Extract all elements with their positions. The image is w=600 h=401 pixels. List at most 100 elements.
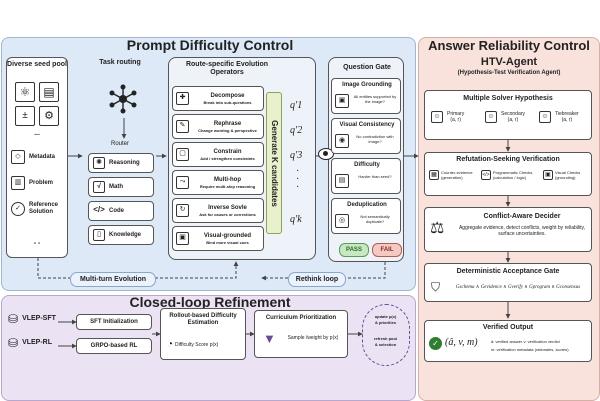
operators-title: Route-specific Evolution Operators bbox=[185, 61, 269, 76]
closed-loop-title: Closed-loop Refinement bbox=[129, 294, 291, 310]
route-reasoning[interactable]: ✺ Reasoning bbox=[88, 153, 154, 173]
seed-pool-dots: ... bbox=[34, 130, 40, 137]
gate-check-desc: No contradiction with image? bbox=[356, 134, 394, 144]
gate-check-name: Difficulty bbox=[354, 162, 380, 168]
grpo-rl-box: GRPO-based RL bbox=[76, 338, 152, 354]
route-code[interactable]: </> Code bbox=[88, 201, 154, 221]
solver-primary: ☺ Primary(a, r) bbox=[431, 111, 464, 123]
gate-check-name: Visual Consistency bbox=[339, 122, 395, 128]
acceptance-gate-box: Deterministic Acceptance Gate ⛉ Gschema … bbox=[424, 263, 592, 302]
multi-turn-evolution-label: Multi-turn Evolution bbox=[70, 272, 156, 287]
operator-desc: Bind more visual cues bbox=[206, 239, 249, 245]
route-icon: ⤳ bbox=[176, 176, 189, 189]
curriculum-title: Curriculum Prioritization bbox=[265, 315, 337, 321]
operator-desc: Require multi-step reasoning bbox=[199, 183, 256, 189]
robot-icon: ⚙ bbox=[39, 106, 59, 126]
update-line2: & priorities bbox=[374, 320, 397, 325]
gate-check-0: Image Grounding▣All entities supported b… bbox=[331, 78, 401, 114]
htv-agent-name: HTV-Agent bbox=[480, 56, 538, 68]
generate-candidates-label: Generate K candidates bbox=[269, 119, 279, 207]
route-math[interactable]: √ Math bbox=[88, 177, 154, 197]
code-icon: </> bbox=[93, 205, 105, 214]
route-knowledge[interactable]: ▯ Knowledge bbox=[88, 225, 154, 245]
solver-tiebreaker: ☺ Tiebreaker(a, r) bbox=[539, 111, 579, 123]
candidate-q3: q′3 bbox=[290, 150, 303, 161]
operator-name: Decompose bbox=[210, 92, 245, 99]
gate-check-3: Deduplication◎Not semantically duplicate… bbox=[331, 198, 401, 234]
fail-badge: FAIL bbox=[372, 243, 402, 257]
update-line3: refresh pool bbox=[373, 336, 398, 341]
model-vlep-sft: ⛁ VLEP-SFT bbox=[8, 312, 56, 326]
operator-desc: Ask for causes or corrections bbox=[199, 211, 256, 217]
check-circle-icon: ✓ bbox=[11, 202, 25, 216]
output-legend-2: m: verification metadata (rationales, sc… bbox=[491, 347, 569, 352]
seed-icon-grid: ⚛ ▤ ± ⚙ bbox=[15, 82, 59, 126]
shield-icon: ⛉ bbox=[431, 280, 441, 294]
image-icon: ▣ bbox=[543, 170, 553, 180]
verified-output-box: Verified Output ✓ (â, v, m) â: verified … bbox=[424, 320, 592, 362]
seed-pool-box: Diverse seed pool ⚛ ▤ ± ⚙ ... ◇ Metadata… bbox=[6, 57, 68, 258]
image-icon: ▣ bbox=[176, 232, 189, 245]
gate-check-desc: Harder than seed? bbox=[358, 174, 392, 179]
network-icon bbox=[108, 84, 138, 114]
prompt-difficulty-title: Prompt Difficulty Control bbox=[126, 37, 294, 53]
seed-pool-title: Diverse seed pool bbox=[7, 61, 67, 68]
book-icon: ▥ bbox=[11, 176, 25, 190]
scale-icon: ⚖ bbox=[430, 220, 445, 237]
refutation-counter-evidence: ▦ Counter-evidence(generation) bbox=[429, 170, 473, 180]
model-vlep-rl: ⛁ VLEP-RL bbox=[8, 336, 53, 350]
seed-pool-dashes: - - bbox=[33, 240, 41, 247]
operator-desc: Change wording & perspective bbox=[198, 127, 257, 133]
difficulty-score: ◔ Difficulty Score p(x) bbox=[167, 339, 219, 350]
htv-agent-subtitle: (Hypothesis-Test Verification Agent) bbox=[457, 70, 561, 76]
chart-icon: ▤ bbox=[335, 174, 349, 188]
code-icon: </> bbox=[481, 170, 491, 180]
decider-box: Conflict-Aware Decider Aggregate evidenc… bbox=[424, 207, 592, 252]
clipboard-icon: ▦ bbox=[429, 170, 439, 180]
gauge-icon: ◔ bbox=[167, 339, 174, 350]
lock-icon: ▢ bbox=[176, 148, 189, 161]
update-line1: update p(x) bbox=[374, 314, 397, 319]
funnel-icon: ▼ bbox=[263, 331, 276, 346]
operator-name: Multi-hop bbox=[214, 176, 241, 183]
refutation-title: Refutation-Seeking Verification bbox=[456, 156, 560, 163]
candidate-dots: ··· bbox=[296, 166, 300, 193]
seed-item-reference-solution: ✓ Reference Solution bbox=[11, 202, 69, 216]
puzzle-icon: ✚ bbox=[176, 92, 189, 105]
operator-name: Rephrase bbox=[213, 120, 242, 127]
task-routing-title: Task routing bbox=[99, 59, 141, 66]
decider-desc: Aggregate evidence, detect conflicts, we… bbox=[458, 225, 586, 237]
operator-name: Visual-grounded bbox=[203, 232, 252, 239]
curriculum-desc: Sample /weight by p(x) bbox=[287, 335, 339, 341]
operator-name: Inverse Sovle bbox=[208, 204, 247, 211]
tag-icon: ◇ bbox=[11, 150, 25, 164]
acceptance-gate-title: Deterministic Acceptance Gate bbox=[456, 268, 560, 275]
question-gate-title: Question Gate bbox=[343, 64, 391, 71]
estimation-title: Rollout-based Difficulty Estimation bbox=[169, 313, 237, 326]
router-label: Router bbox=[110, 141, 129, 147]
operator-desc: Add / strengthen constraints bbox=[200, 155, 255, 161]
database-icon: ⛁ bbox=[8, 312, 19, 326]
sft-initialization-box: SFT Initialization bbox=[76, 314, 152, 330]
math-symbols-icon: ± bbox=[15, 106, 35, 126]
seed-item-problem: ▥ Problem bbox=[11, 176, 53, 190]
gate-eye-icon bbox=[318, 148, 334, 160]
operator-desc: Break into sub-questions bbox=[203, 99, 252, 105]
robot-icon: ☺ bbox=[485, 111, 497, 123]
rethink-loop-label: Rethink loop bbox=[288, 272, 346, 287]
sqrt-icon: √ bbox=[93, 181, 105, 193]
gate-check-desc: All entities supported by the image? bbox=[353, 94, 397, 104]
solver-hypothesis-box: Multiple Solver Hypothesis ☺ Primary(a, … bbox=[424, 90, 592, 140]
update-loop-circle: update p(x) & priorities refresh pool & … bbox=[362, 304, 410, 366]
candidate-qk: q′k bbox=[290, 214, 302, 225]
candidate-q1: q′1 bbox=[290, 100, 303, 111]
generate-candidates-strip: Generate K candidates bbox=[266, 92, 282, 234]
brain-icon: ✺ bbox=[93, 157, 105, 169]
gate-check-2: Difficulty ▤ Harder than seed? bbox=[331, 158, 401, 194]
